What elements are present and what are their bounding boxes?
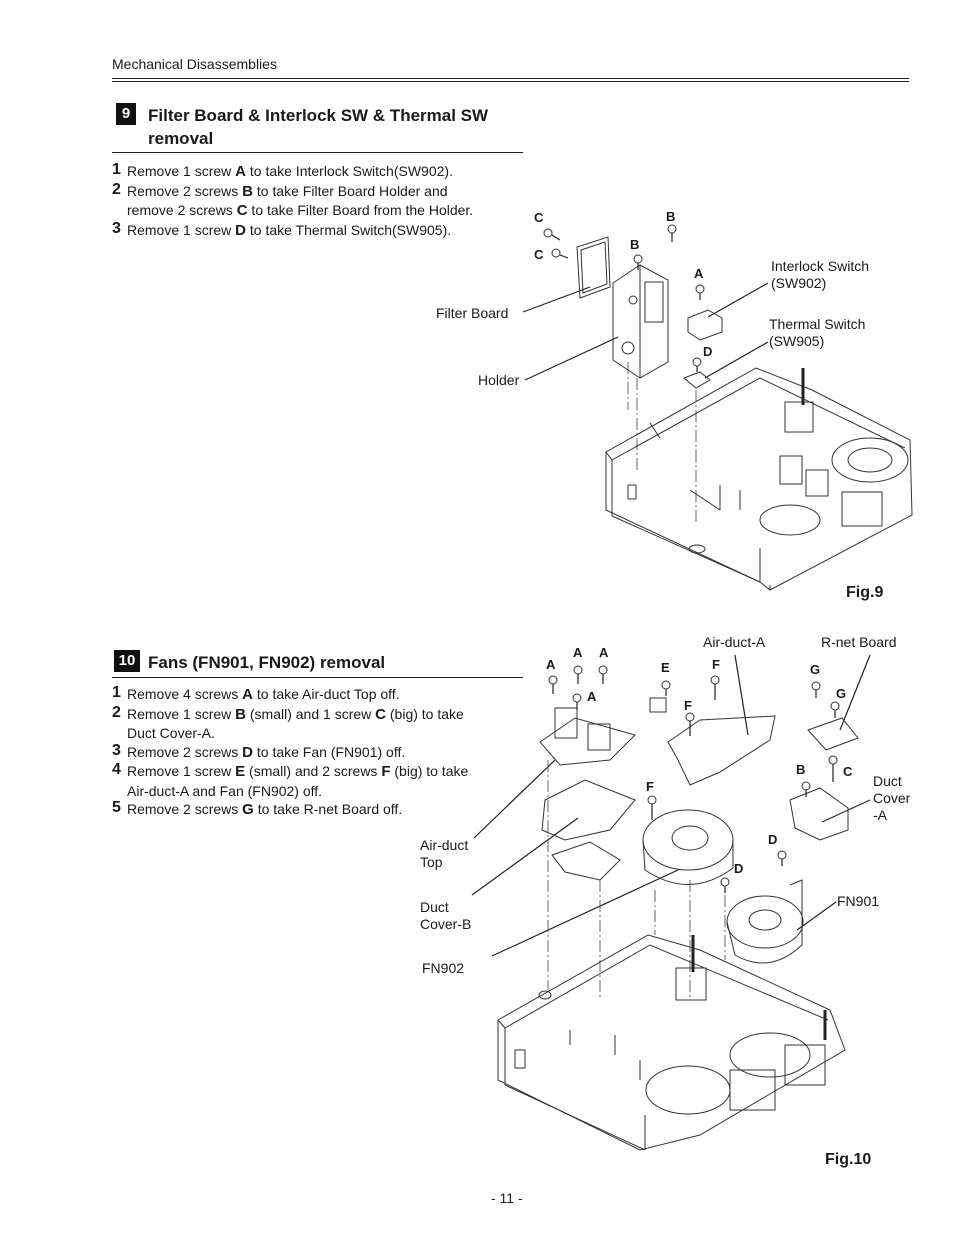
screw-label-c: C bbox=[534, 247, 544, 262]
duct-cover-b-shape bbox=[541, 779, 636, 841]
section-10-rule bbox=[112, 677, 523, 678]
leader-air-duct-a bbox=[734, 654, 749, 736]
section-9-badge: 9 bbox=[116, 103, 136, 125]
leader-filter-board bbox=[522, 286, 591, 313]
leader-fn901 bbox=[796, 901, 837, 931]
leader-rnet-board bbox=[839, 654, 871, 731]
fig10-chassis bbox=[497, 934, 846, 1151]
running-header: Mechanical Disassemblies bbox=[112, 56, 277, 72]
screw-label-b: B bbox=[796, 762, 806, 777]
fig9-screws bbox=[543, 224, 705, 372]
screw-label-b: B bbox=[630, 237, 640, 252]
header-rule bbox=[112, 78, 909, 79]
screw-label-a: A bbox=[546, 657, 556, 672]
fig10-screws bbox=[548, 665, 840, 893]
fig9-chassis bbox=[605, 367, 913, 591]
screw-label-c: C bbox=[534, 210, 544, 225]
header-rule-thin bbox=[112, 81, 909, 82]
section-9-title: Filter Board & Interlock SW & Thermal SW… bbox=[148, 104, 488, 150]
screw-label-b: B bbox=[666, 209, 676, 224]
leader-interlock bbox=[707, 282, 769, 318]
interlock-switch-shape bbox=[687, 309, 723, 341]
screw-label-a: A bbox=[599, 645, 609, 660]
screw-label-f: F bbox=[646, 779, 654, 794]
thermal-switch-shape bbox=[683, 371, 711, 389]
fig10-caption: Fig.10 bbox=[825, 1151, 872, 1168]
screw-label-d: D bbox=[703, 344, 713, 359]
duct-cover-a-shape bbox=[789, 787, 849, 841]
screw-label-d: D bbox=[768, 832, 778, 847]
page-number: - 11 - bbox=[491, 1190, 523, 1206]
section-9-title-line1: Filter Board & Interlock SW & Thermal SW bbox=[148, 106, 489, 125]
section-9-title-line2: removal bbox=[148, 129, 214, 148]
leader-fn902 bbox=[491, 869, 679, 957]
leader-duct-cover-b bbox=[471, 817, 579, 896]
rnet-board-shape bbox=[807, 717, 859, 751]
screw-label-a: A bbox=[573, 645, 583, 660]
leader-thermal bbox=[704, 341, 769, 379]
label-fn902: FN902 bbox=[422, 960, 465, 976]
fn901-fan-shape bbox=[726, 895, 804, 949]
filter-board-shape bbox=[576, 236, 611, 299]
fig9-caption: Fig.9 bbox=[846, 584, 884, 601]
screw-label-g: G bbox=[810, 662, 821, 677]
screw-label-a: A bbox=[694, 266, 704, 281]
screw-label-d: D bbox=[734, 861, 744, 876]
label-holder: Holder bbox=[478, 372, 520, 388]
section-10-title: Fans (FN901, FN902) removal bbox=[148, 653, 386, 672]
label-air-duct-a: Air-duct-A bbox=[703, 634, 766, 650]
fn902-fan-shape bbox=[642, 809, 734, 871]
label-interlock-switch: Interlock Switch(SW902) bbox=[771, 258, 870, 291]
label-thermal-switch: Thermal Switch(SW905) bbox=[769, 316, 866, 349]
section-10-badge: 10 bbox=[114, 650, 140, 672]
air-duct-a-shape bbox=[667, 715, 776, 786]
leader-duct-cover-a bbox=[821, 799, 871, 823]
screw-label-e: E bbox=[661, 660, 670, 675]
screw-label-g: G bbox=[836, 686, 847, 701]
screw-label-a: A bbox=[587, 689, 597, 704]
air-duct-top-shape bbox=[539, 717, 636, 766]
label-fn901: FN901 bbox=[837, 893, 880, 909]
leader-holder bbox=[524, 336, 619, 381]
label-rnet-board: R-net Board bbox=[821, 634, 897, 650]
screw-label-f: F bbox=[712, 657, 720, 672]
screw-label-f: F bbox=[684, 698, 692, 713]
leader-air-duct-top bbox=[473, 759, 556, 839]
screw-label-c: C bbox=[843, 764, 853, 779]
label-filter-board: Filter Board bbox=[436, 305, 509, 321]
section-9-rule bbox=[112, 152, 523, 153]
